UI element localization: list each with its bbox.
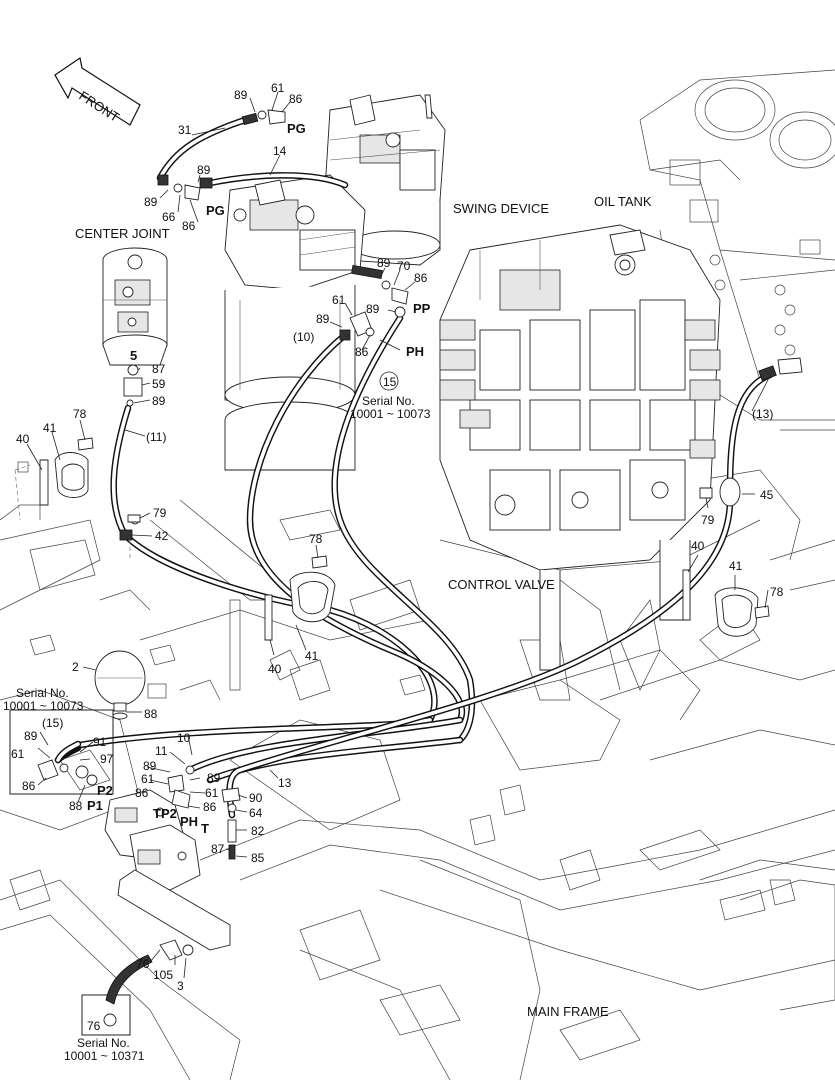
inset-bottom-range: 10001 ~ 10371 <box>64 1049 145 1063</box>
main-frame-label: MAIN FRAME <box>527 1004 609 1019</box>
part-number: 97 <box>100 752 114 766</box>
part-number: 45 <box>760 488 774 502</box>
part-number: 59 <box>152 377 166 391</box>
port-ph-valve: PH <box>406 344 424 359</box>
part-number: 40 <box>16 432 30 446</box>
part-number: 13 <box>278 776 292 790</box>
accumulator-and-valve-block <box>75 650 241 961</box>
control-valve-assembly <box>439 224 721 671</box>
port-pp: PP <box>413 301 431 316</box>
hose-15-number: 15 <box>383 375 397 389</box>
part-number: 89 <box>197 163 211 177</box>
part-number: 89 <box>24 729 38 743</box>
leader-lines <box>26 91 773 979</box>
center-joint-assembly <box>102 247 168 366</box>
port-p2: P2 <box>97 783 113 798</box>
part-number: 86 <box>414 271 428 285</box>
swing-device-assembly <box>324 94 446 266</box>
serial-note-15-title: Serial No. <box>362 394 415 408</box>
swing-motor-front <box>224 174 366 471</box>
port-pg-upper: PG <box>287 121 306 136</box>
clamps <box>14 437 770 641</box>
part-number: 87 <box>152 362 166 376</box>
part-number: 31 <box>178 123 192 137</box>
part-number: 14 <box>273 144 287 158</box>
swing-device-label: SWING DEVICE <box>453 201 549 216</box>
port-tp2: TP2 <box>153 806 177 821</box>
part-number: 86 <box>135 786 149 800</box>
inset-bottom-part: 76 <box>87 1019 101 1033</box>
part-number: 89 <box>152 394 166 408</box>
part-number: 88 <box>144 707 158 721</box>
part-number: 86 <box>22 779 36 793</box>
inset-left-range: 10001 ~ 10073 <box>3 699 84 713</box>
part-number: 89 <box>234 88 248 102</box>
part-number: 79 <box>153 506 167 520</box>
part-number: 61 <box>271 81 285 95</box>
hose-bundle <box>54 116 774 819</box>
part-number: 82 <box>251 824 265 838</box>
port-pg-lower: PG <box>206 203 225 218</box>
part-number: (10) <box>293 330 314 344</box>
part-number: 85 <box>251 851 265 865</box>
center-joint-label: CENTER JOINT <box>75 226 170 241</box>
port-p1: P1 <box>87 798 103 813</box>
part-number: (11) <box>146 430 166 444</box>
part-number: 89 <box>377 256 391 270</box>
inset-serial-left <box>9 709 114 795</box>
part-number: 61 <box>205 786 219 800</box>
part-number: 10 <box>177 731 191 745</box>
part-number: 86 <box>203 800 217 814</box>
part-number: 61 <box>11 747 25 761</box>
part-number: 61 <box>141 772 155 786</box>
part-number: 86 <box>289 92 303 106</box>
inset-serial-bottom <box>81 954 153 1036</box>
part-number: 78 <box>73 407 87 421</box>
part-number: 89 <box>144 195 158 209</box>
front-direction-arrow: FRONT <box>54 56 141 126</box>
part-number: 86 <box>182 219 196 233</box>
part-number: 79 <box>701 513 715 527</box>
part-number: 5 <box>130 348 137 363</box>
part-number: 89 <box>316 312 330 326</box>
part-number: 41 <box>729 559 743 573</box>
part-number: 11 <box>155 744 168 758</box>
part-number: 89 <box>207 771 221 785</box>
inset-bottom-title: Serial No. <box>77 1036 130 1050</box>
hose-15-circle <box>379 371 399 391</box>
part-number: 88 <box>69 799 83 813</box>
inset-left-title: Serial No. <box>16 686 69 700</box>
part-number: 41 <box>305 649 319 663</box>
control-valve-label: CONTROL VALVE <box>448 577 555 592</box>
part-number: 40 <box>691 539 705 553</box>
oil-tank-label: OIL TANK <box>594 194 652 209</box>
part-number: (13) <box>752 407 773 421</box>
part-number: 76 <box>136 957 150 971</box>
part-number: 91 <box>93 735 107 749</box>
part-number: 89 <box>143 759 157 773</box>
part-number: 42 <box>155 529 169 543</box>
port-ph-block: PH <box>180 814 198 829</box>
part-number: 78 <box>309 532 323 546</box>
part-number: 41 <box>43 421 57 435</box>
part-number: 2 <box>72 660 79 674</box>
port-t: T <box>201 821 209 836</box>
inset-left-part: (15) <box>42 716 63 730</box>
part-number: 86 <box>355 345 369 359</box>
part-number: 64 <box>249 806 263 820</box>
part-number: 105 <box>153 968 173 982</box>
part-number: 78 <box>770 585 784 599</box>
part-number-callouts: 89 61 86 31 14 89 89 66 86 89 70 86 61 8… <box>11 81 784 993</box>
part-number: 61 <box>332 293 346 307</box>
part-number: 66 <box>162 210 176 224</box>
part-number: 90 <box>249 791 263 805</box>
serial-note-15-range: 10001 ~ 10073 <box>350 407 431 421</box>
part-number: 3 <box>177 979 184 993</box>
part-number: 40 <box>268 662 282 676</box>
part-number: 87 <box>211 842 225 856</box>
part-number: 89 <box>366 302 380 316</box>
part-number: 70 <box>397 259 411 273</box>
